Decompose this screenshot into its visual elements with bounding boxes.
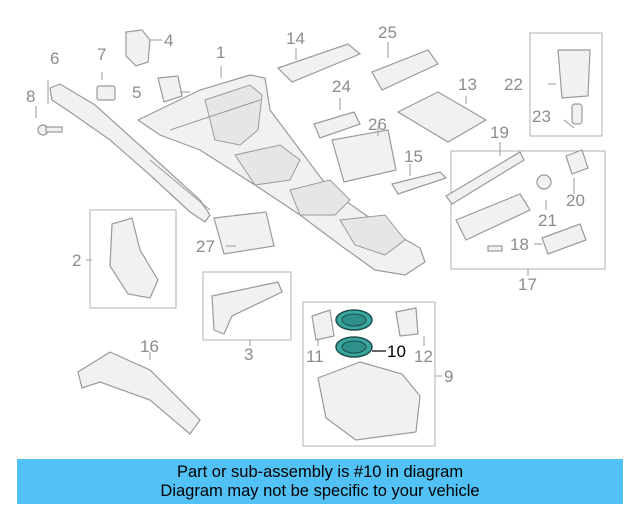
part-10-highlighted — [335, 309, 386, 358]
callout-17: 17 — [518, 275, 537, 294]
callout-24: 24 — [332, 77, 351, 96]
callout-13: 13 — [458, 75, 477, 94]
group-box-2 — [89, 209, 177, 309]
callout-20: 20 — [566, 191, 585, 210]
callout-3: 3 — [244, 345, 253, 364]
part-18-switch — [541, 223, 587, 255]
part-2-bracket — [109, 217, 159, 299]
part-19-strip — [445, 151, 525, 205]
part-22-cupholder — [557, 49, 591, 99]
callout-18: 18 — [510, 235, 529, 254]
callout-10: 10 — [387, 342, 406, 361]
callout-14: 14 — [286, 29, 305, 48]
parts-diagram: 1 2 3 4 5 6 7 8 9 10 11 12 13 14 15 16 1… — [26, 23, 606, 447]
callout-11: 11 — [306, 347, 324, 366]
callout-27: 27 — [196, 237, 215, 256]
banner-line-2: Diagram may not be specific to your vehi… — [160, 482, 480, 500]
callout-23: 23 — [532, 107, 551, 126]
callout-9: 9 — [444, 367, 453, 386]
part-9-cupholder-insert — [317, 361, 421, 441]
callout-2: 2 — [72, 251, 81, 270]
part-21-knob — [536, 174, 552, 190]
group-box-9 — [302, 301, 436, 447]
part-27-switch — [213, 211, 275, 255]
callout-26: 26 — [368, 115, 387, 134]
callout-6: 6 — [50, 49, 59, 68]
part-26-switch-panel — [331, 129, 397, 183]
part-12-clip — [395, 307, 419, 337]
part-25-control-panel — [371, 49, 439, 91]
callout-16: 16 — [140, 337, 159, 356]
part-23-insert — [571, 103, 583, 125]
part-17-screw — [487, 245, 503, 252]
callout-4: 4 — [164, 31, 173, 50]
part-5-bracket — [157, 75, 183, 103]
callout-1: 1 — [216, 43, 225, 62]
part-16-duct — [77, 351, 201, 435]
group-box-22 — [529, 32, 603, 137]
banner-line-1: Part or sub-assembly is #10 in diagram — [176, 463, 464, 481]
callout-7: 7 — [97, 45, 106, 64]
part-11-clip — [311, 309, 335, 341]
callout-5: 5 — [132, 83, 141, 102]
part-20-button — [565, 149, 589, 175]
callout-21: 21 — [538, 211, 557, 230]
part-7-clip — [96, 85, 116, 101]
group-box-3 — [202, 271, 292, 341]
center-console-body — [49, 74, 426, 276]
part-15-trim — [391, 171, 448, 195]
callout-19: 19 — [490, 123, 509, 142]
callout-12: 12 — [414, 347, 433, 366]
part-8-screw — [37, 124, 63, 136]
callout-8: 8 — [26, 87, 35, 106]
part-17-tray — [455, 193, 531, 241]
callout-25: 25 — [378, 23, 397, 42]
part-24-switch — [313, 111, 361, 139]
part-4-bracket — [125, 29, 151, 67]
callout-15: 15 — [404, 147, 423, 166]
callout-22: 22 — [504, 75, 523, 94]
part-13-mat — [396, 91, 488, 143]
part-3-bracket — [211, 281, 283, 335]
info-banner: Part or sub-assembly is #10 in diagram D… — [17, 459, 623, 504]
part-14-panel — [276, 43, 362, 83]
